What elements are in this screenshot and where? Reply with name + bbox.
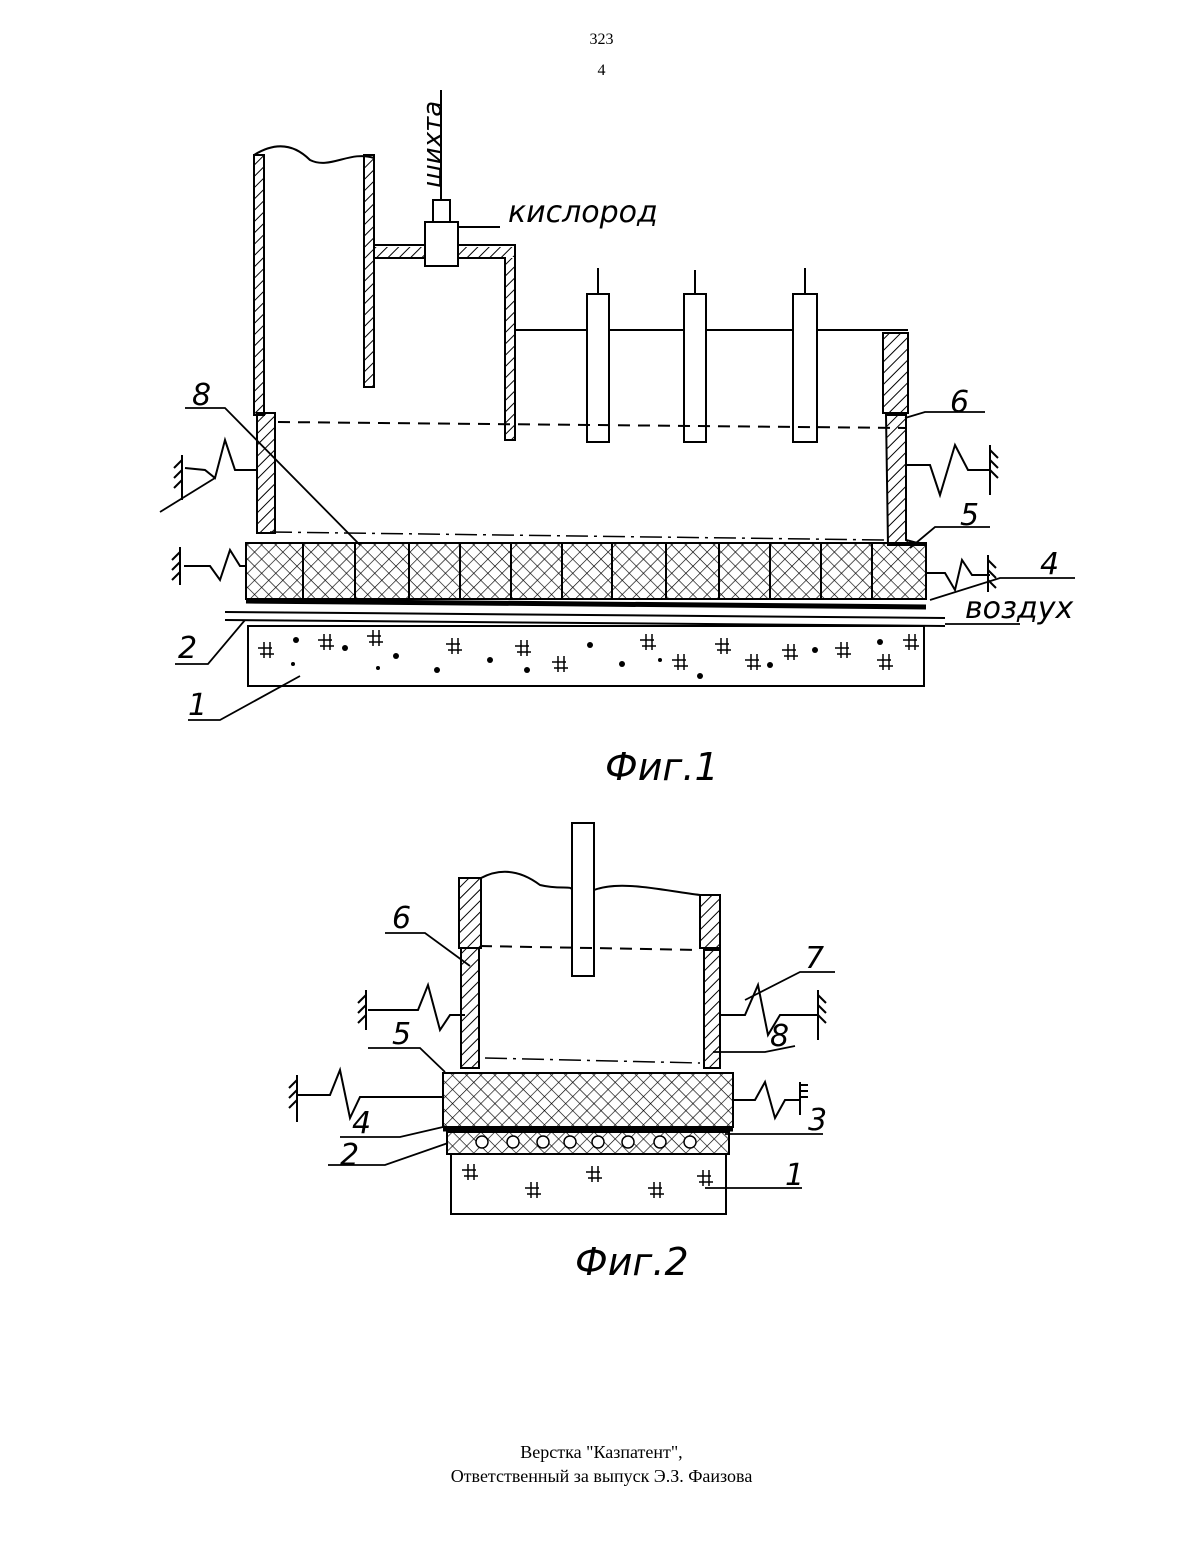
fig1-left-panel [257, 413, 275, 533]
fig1-electrodes [587, 268, 817, 442]
fig1-label-1: 1 [188, 688, 207, 723]
fig1-foundation-marks [258, 630, 919, 672]
fig2-foundation-marks [462, 1164, 713, 1198]
fig1-label-4: 4 [1040, 547, 1059, 582]
fig1-label-5: 5 [960, 498, 979, 533]
figure-1 [160, 90, 1075, 720]
fig2-hearth-block [443, 1073, 733, 1127]
fig1-air-channel [225, 612, 945, 626]
fig2-label-8: 8 [770, 1019, 789, 1054]
fig2-label-4: 4 [352, 1106, 371, 1141]
footer-responsible: Ответственный за выпуск Э.З. Фаизова [0, 1464, 1203, 1488]
fig2-right-panel [704, 950, 720, 1068]
fig2-electrode [572, 823, 594, 976]
fig1-label-8: 8 [192, 378, 211, 413]
fig1-right-panel [886, 415, 925, 545]
fig2-label-2: 2 [340, 1138, 359, 1173]
fig1-hearth-blocks [246, 543, 926, 599]
fig1-left-wall [254, 155, 264, 415]
fig1-roof [374, 245, 515, 440]
fig2-caption: Фиг.2 [575, 1240, 689, 1284]
fig1-label-oxygen: кислород [508, 195, 658, 230]
figure-2 [289, 823, 835, 1214]
fig2-label-1: 1 [785, 1158, 804, 1193]
fig1-label-2: 2 [178, 631, 197, 666]
fig1-feeder [425, 222, 458, 266]
fig1-foundation [248, 626, 924, 686]
fig1-label-charge: шихта [418, 101, 448, 188]
fig2-label-6: 6 [392, 901, 411, 936]
fig1-caption: Фиг.1 [605, 745, 719, 789]
fig1-label-6: 6 [950, 385, 969, 420]
fig2-right-wall [700, 895, 720, 948]
fig1-label-air: воздух [965, 591, 1073, 626]
fig2-label-3: 3 [808, 1103, 827, 1138]
fig1-break-line [254, 146, 374, 163]
fig2-foundation [451, 1154, 726, 1214]
fig1-right-block [883, 333, 908, 413]
fig1-plate [246, 601, 926, 607]
fig2-label-5: 5 [392, 1017, 411, 1052]
fig2-left-wall [459, 878, 481, 948]
fig1-inner-wall [364, 155, 374, 387]
footer-publisher: Верстка "Казпатент", [0, 1440, 1203, 1464]
fig2-label-7: 7 [805, 941, 824, 976]
